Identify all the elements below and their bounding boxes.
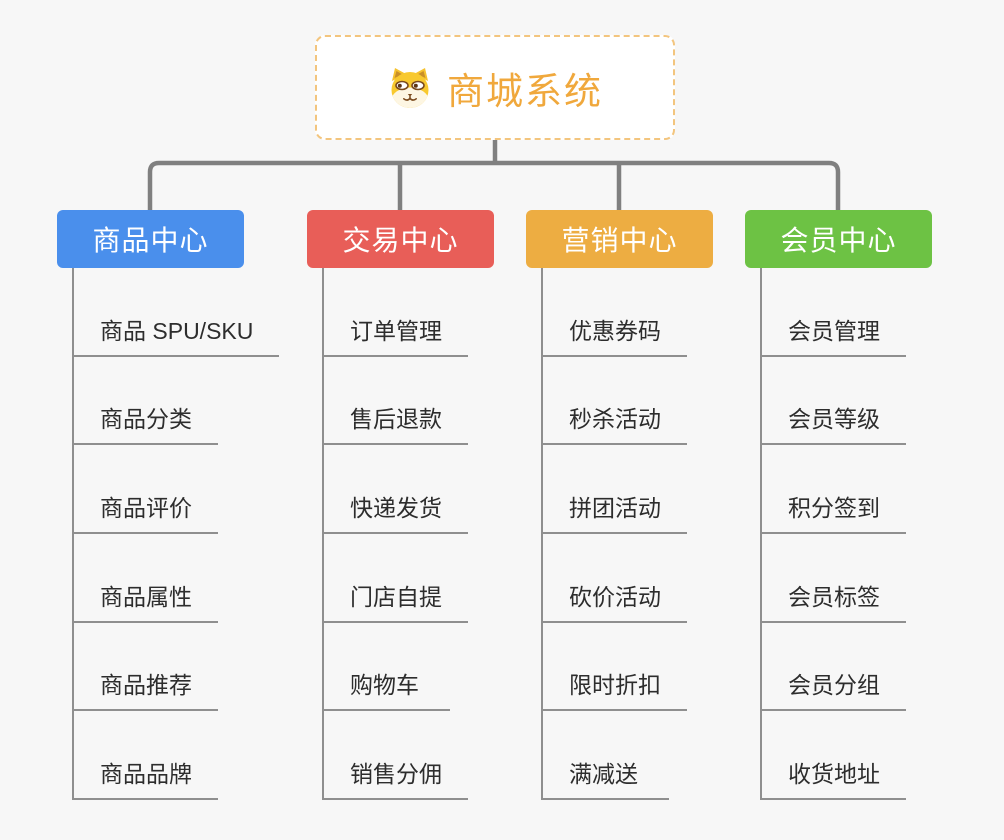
child-topic[interactable]: 购物车: [322, 623, 450, 712]
child-topic[interactable]: 优惠券码: [541, 268, 687, 357]
branch-child-connector-line: [322, 268, 324, 800]
branch: 营销中心 优惠券码秒杀活动拼团活动砍价活动限时折扣满减送: [526, 210, 713, 801]
child-topic[interactable]: 商品推荐: [72, 623, 218, 712]
branch-children: 优惠券码秒杀活动拼团活动砍价活动限时折扣满减送: [541, 268, 713, 801]
child-topic[interactable]: 会员标签: [760, 534, 906, 623]
shiba-dog-icon: [387, 67, 433, 109]
child-topic[interactable]: 订单管理: [322, 268, 468, 357]
child-topic[interactable]: 满减送: [541, 711, 669, 801]
child-topic[interactable]: 门店自提: [322, 534, 468, 623]
branch-topic-label: 交易中心: [342, 225, 459, 256]
branch-topic-label: 营销中心: [561, 225, 678, 256]
child-topic[interactable]: 商品分类: [72, 357, 218, 446]
branch-topic[interactable]: 商品中心: [57, 210, 244, 268]
branch-topic-label: 会员中心: [780, 225, 897, 256]
child-topic[interactable]: 砍价活动: [541, 534, 687, 623]
child-topic[interactable]: 会员分组: [760, 623, 906, 712]
root-topic[interactable]: 商城系统: [315, 35, 675, 140]
child-topic[interactable]: 销售分佣: [322, 711, 468, 801]
branch-child-connector-line: [541, 268, 543, 800]
branch-children: 会员管理会员等级积分签到会员标签会员分组收货地址: [760, 268, 932, 801]
child-topic[interactable]: 快递发货: [322, 445, 468, 535]
branch-topic[interactable]: 交易中心: [307, 210, 494, 268]
child-topic[interactable]: 会员管理: [760, 268, 906, 357]
child-topic[interactable]: 秒杀活动: [541, 357, 687, 446]
child-topic[interactable]: 会员等级: [760, 357, 906, 446]
child-topic[interactable]: 积分签到: [760, 445, 906, 535]
branch-topic-label: 商品中心: [92, 225, 209, 256]
branch: 会员中心 会员管理会员等级积分签到会员标签会员分组收货地址: [745, 210, 932, 801]
child-topic[interactable]: 收货地址: [760, 711, 906, 801]
branch-topic[interactable]: 营销中心: [526, 210, 713, 268]
child-topic[interactable]: 商品品牌: [72, 711, 218, 801]
branch-children: 订单管理售后退款快递发货门店自提购物车销售分佣: [322, 268, 494, 801]
child-topic[interactable]: 商品评价: [72, 445, 218, 535]
child-topic[interactable]: 售后退款: [322, 357, 468, 446]
branch-child-connector-line: [72, 268, 74, 800]
child-topic[interactable]: 商品 SPU/SKU: [72, 268, 280, 357]
root-topic-label: 商城系统: [447, 70, 603, 112]
branch-topic[interactable]: 会员中心: [745, 210, 932, 268]
branch: 交易中心 订单管理售后退款快递发货门店自提购物车销售分佣: [307, 210, 494, 801]
child-topic[interactable]: 商品属性: [72, 534, 218, 623]
child-topic[interactable]: 拼团活动: [541, 445, 687, 535]
branch-child-connector-line: [760, 268, 762, 800]
child-topic[interactable]: 限时折扣: [541, 623, 687, 712]
